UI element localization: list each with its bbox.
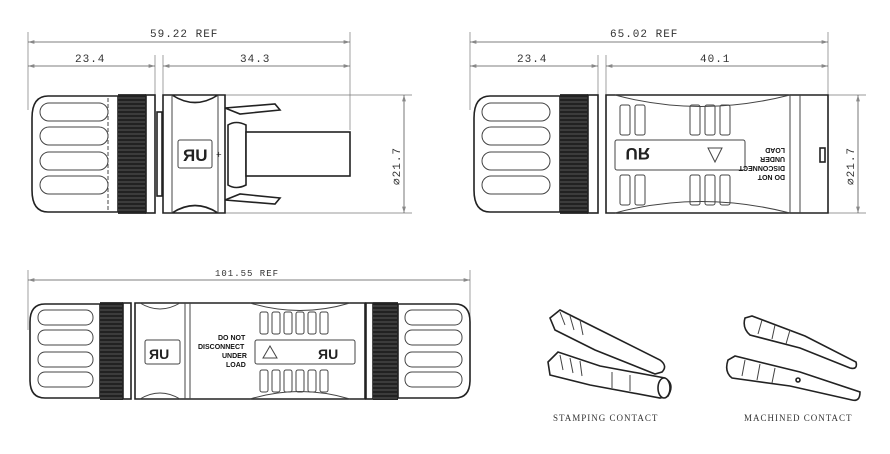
machined-contact: MACHINED CONTACT [725,315,861,423]
svg-text:UNDER: UNDER [222,353,247,360]
machined-contact-label: MACHINED CONTACT [744,413,853,423]
dimension-diameter: ∅21.7 [846,147,858,185]
knurled-ring [118,94,146,214]
svg-text:ЯU: ЯU [149,346,169,362]
dimension-overall: 65.02 REF [610,29,678,41]
certification-mark: ЯU [626,144,651,163]
svg-text:ЯU: ЯU [318,346,338,362]
dimension-overall: 59.22 REF [150,29,218,41]
coupling-nut [31,95,119,213]
dimension-left: 23.4 [517,54,547,66]
svg-text:DISCONNECT: DISCONNECT [738,164,785,171]
svg-text:DO NOT: DO NOT [757,173,785,180]
warning-label: DO NOT DISCONNECT UNDER LOAD [738,146,785,180]
connector-body [605,94,829,214]
dimension-overall: 101.55 REF [215,269,279,279]
svg-text:DO NOT: DO NOT [218,335,246,342]
connector-body [162,94,226,214]
stamping-contact-label: STAMPING CONTACT [553,413,658,423]
plus-symbol: + [216,150,222,161]
warning-label: DO NOT DISCONNECT UNDER LOAD [198,335,247,369]
svg-text:LOAD: LOAD [765,146,785,153]
latch-bottom [224,193,282,205]
pin-sleeve [245,131,351,177]
stamping-contact: STAMPING CONTACT [547,309,672,423]
knurled-ring [560,94,588,214]
latch-top [224,103,282,115]
view-male-connector: 59.22 REF 23.4 34.3 ∅21.7 ЯU + [27,29,412,214]
view-mated-connectors: 101.55 REF ЯU ЯU DO NOT DISCONNECT UNDER… [27,269,471,400]
svg-text:UNDER: UNDER [760,155,785,162]
dimension-left: 23.4 [75,54,105,66]
coupling-nut [473,95,561,213]
dimension-right: 34.3 [240,54,270,66]
view-female-connector: 65.02 REF 23.4 40.1 ∅21.7 ЯU DO NOT [469,29,866,214]
dimension-right: 40.1 [700,54,730,66]
certification-mark: ЯU [183,146,208,165]
svg-text:DISCONNECT: DISCONNECT [198,344,245,351]
dimension-diameter: ∅21.7 [392,147,404,185]
svg-text:LOAD: LOAD [226,362,246,369]
